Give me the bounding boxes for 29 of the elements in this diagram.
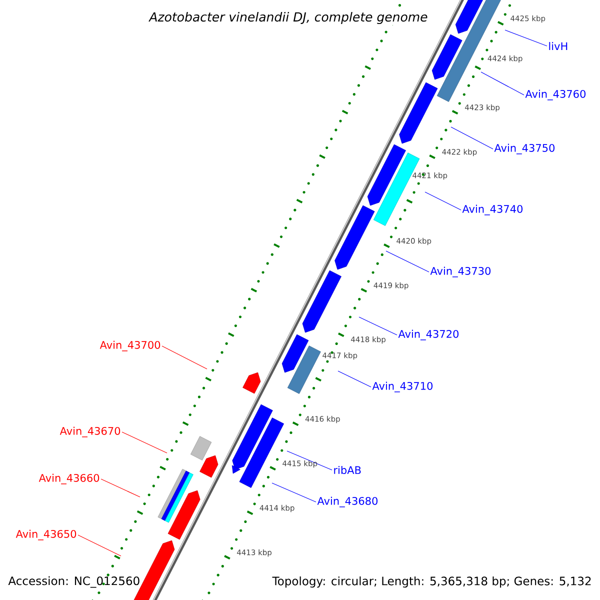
- gene-label: Avin_43720: [398, 330, 458, 340]
- gene-label: Avin_43760: [525, 90, 586, 100]
- leader-line: [162, 346, 208, 370]
- leader-line: [480, 72, 524, 96]
- gene-label: Avin_43730: [430, 266, 490, 278]
- leader-line: [450, 126, 494, 150]
- gene-label: livH: [549, 42, 568, 50]
- gene-label: Avin_43750: [494, 144, 554, 154]
- gene-label: Avin_43670: [60, 426, 120, 438]
- leader-line: [424, 192, 462, 210]
- gene-label: Avin_43650: [16, 530, 76, 540]
- gene-label: Avin_43700: [100, 340, 160, 352]
- leader-line: [504, 30, 548, 46]
- leader-line: [358, 316, 398, 336]
- gene-label: Avin_43660: [38, 474, 100, 484]
- leader-line: [286, 450, 332, 470]
- leader-line: [386, 250, 430, 272]
- accession-text: Accession: NC_012560: [8, 576, 140, 588]
- title: Azotobacter vinelandii DJ, complete genome: [148, 10, 429, 26]
- leader-line: [338, 370, 372, 388]
- gene-label: ribAB: [334, 466, 361, 474]
- gene-label: Avin_43680: [317, 496, 378, 508]
- leader-line: [122, 432, 168, 454]
- leader-line: [100, 478, 140, 498]
- gene-label: Avin_43740: [462, 204, 522, 216]
- genome-info-text: Topology: circular; Length: 5,365,318 bp; Genes: 5,132: [272, 576, 591, 588]
- gene-label: Avin_43710: [372, 382, 432, 392]
- leader-line: [78, 534, 122, 556]
- leader-line: [272, 482, 316, 502]
